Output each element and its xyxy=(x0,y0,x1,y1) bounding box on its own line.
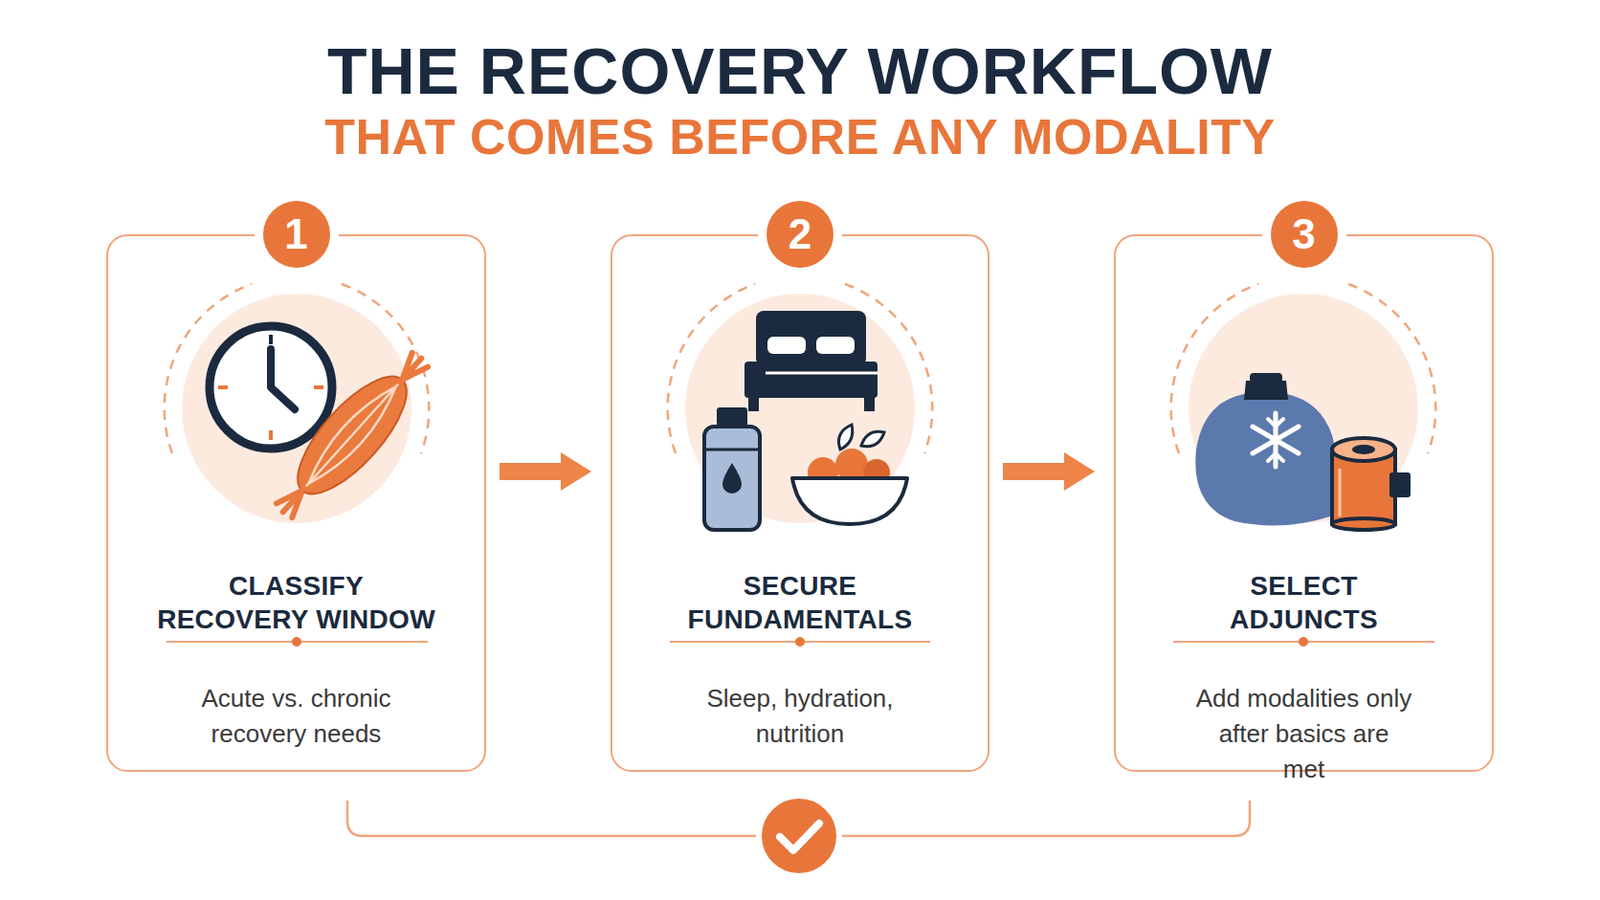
step-number-badge: 1 xyxy=(263,200,331,268)
step-card: SECURE FUNDAMENTALS Sleep, hydration, nut… xyxy=(610,234,990,773)
flow-arrow xyxy=(1002,452,1095,491)
step-number: 3 xyxy=(1291,210,1315,259)
arrow-shape xyxy=(1002,452,1095,491)
step-number-badge: 3 xyxy=(1270,200,1338,268)
flow-arrow xyxy=(499,452,592,491)
step-number: 2 xyxy=(788,210,812,259)
diagram-subtitle: THAT COMES BEFORE ANY MODALITY xyxy=(0,107,1600,167)
arrow-shape xyxy=(499,452,592,491)
step-heading: SECURE FUNDAMENTALS xyxy=(687,569,914,637)
check-badge xyxy=(758,796,840,877)
diagram-title: THE RECOVERY WORKFLOW xyxy=(0,32,1600,110)
step-description: Sleep, hydration, nutrition xyxy=(705,681,895,753)
step-heading: CLASSIFY RECOVERY WINDOW xyxy=(155,569,437,637)
step-heading: SELECT ADJUNCTS xyxy=(1228,569,1379,637)
step-description: Acute vs. chronic recovery needs xyxy=(200,681,393,753)
step-description: Add modalities only after basics are met xyxy=(1195,681,1414,788)
step-number-badge: 2 xyxy=(766,200,834,268)
step-card: CLASSIFY RECOVERY WINDOW Acute vs. chroni… xyxy=(106,234,487,773)
step-card: SELECT ADJUNCTSAdd modalities only after… xyxy=(1113,234,1494,773)
step-number: 1 xyxy=(284,210,308,259)
bottom-bracket xyxy=(347,800,1250,837)
